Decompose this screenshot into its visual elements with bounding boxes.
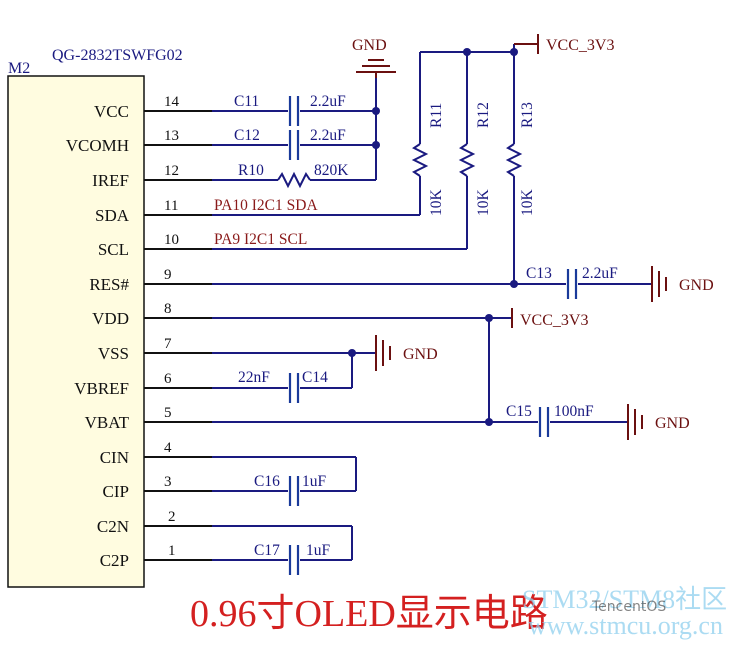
pin-name: CIP — [103, 482, 129, 501]
vdd-vbat-net — [212, 308, 643, 440]
c12-ref: C12 — [234, 127, 260, 144]
chip-designator: M2 — [8, 60, 30, 77]
c11-ref: C11 — [234, 93, 259, 110]
pin-number: 9 — [164, 267, 172, 283]
pin-name: IREF — [92, 171, 129, 190]
c16-ref: C16 — [254, 473, 280, 490]
r13-ref: R13 — [519, 102, 536, 128]
sda-net-label: PA10 I2C1 SDA — [214, 197, 318, 214]
pin-name: VDD — [92, 309, 129, 328]
pin-number: 3 — [164, 474, 172, 490]
c14-value: 22nF — [238, 369, 270, 386]
pin-name: SDA — [95, 206, 130, 225]
c14-ref: C14 — [302, 369, 328, 386]
c13-branch — [212, 266, 667, 302]
pin-number: 14 — [164, 94, 180, 110]
pin-number: 10 — [164, 232, 179, 248]
pin-number: 1 — [168, 543, 176, 559]
chip-part-number: QG-2832TSWFG02 — [52, 47, 183, 64]
pin-name: VCOMH — [66, 136, 129, 155]
r10-value: 820K — [314, 162, 349, 179]
chip-body — [7, 75, 145, 588]
r13-value: 10K — [519, 189, 536, 217]
pin-numbers: 14 13 12 11 10 9 8 7 6 5 4 3 2 1 — [164, 94, 180, 559]
gnd-label: GND — [679, 277, 714, 294]
pin-number: 12 — [164, 163, 179, 179]
pin-number: 7 — [164, 336, 172, 352]
pin-name: VSS — [98, 344, 129, 363]
gnd-label: GND — [655, 415, 690, 432]
pin-number: 8 — [164, 301, 172, 317]
pin-name: VBREF — [74, 379, 129, 398]
r11-ref: R11 — [428, 103, 445, 128]
pin-number: 11 — [164, 198, 178, 214]
pin-name: RES# — [89, 275, 129, 294]
c11-value: 2.2uF — [310, 93, 346, 110]
vcc-label-top: VCC_3V3 — [546, 37, 614, 54]
c13-ref: C13 — [526, 265, 552, 282]
r12-ref: R12 — [475, 102, 492, 128]
pin-name: VBAT — [85, 413, 130, 432]
r10-ref: R10 — [238, 162, 264, 179]
r12-value: 10K — [475, 189, 492, 217]
gnd-label: GND — [352, 37, 387, 54]
pin-name: C2P — [100, 551, 129, 570]
diagram-caption: 0.96寸OLED显示电路 — [190, 593, 548, 635]
r11-value: 10K — [428, 189, 445, 217]
c16-value: 1uF — [302, 473, 327, 490]
c12-value: 2.2uF — [310, 127, 346, 144]
c17-ref: C17 — [254, 542, 280, 559]
vcc-label-vdd: VCC_3V3 — [520, 312, 588, 329]
c17-value: 1uF — [306, 542, 331, 559]
pin-number: 2 — [168, 509, 176, 525]
c14-branch — [212, 335, 391, 403]
c17-branch — [212, 525, 353, 575]
pin-number: 5 — [164, 405, 172, 421]
pin-name: CIN — [100, 448, 129, 467]
pullup-network — [212, 34, 539, 288]
c16-branch — [212, 456, 357, 506]
watermark-credit: TencentOS — [591, 599, 666, 615]
watermark-brand: STM32/STM8社区 — [522, 585, 727, 614]
top-cluster — [212, 59, 396, 189]
pin-stubs — [144, 110, 212, 561]
scl-net-label: PA9 I2C1 SCL — [214, 231, 307, 248]
gnd-label: GND — [403, 346, 438, 363]
pin-number: 13 — [164, 128, 179, 144]
c15-ref: C15 — [506, 403, 532, 420]
pin-name: VCC — [94, 102, 129, 121]
watermark-url: www.stmcu.org.cn — [528, 611, 723, 640]
pin-number: 4 — [164, 440, 172, 456]
pin-name: SCL — [98, 240, 129, 259]
pin-number: 6 — [164, 371, 172, 387]
c15-value: 100nF — [554, 403, 594, 420]
c13-value: 2.2uF — [582, 265, 618, 282]
pin-name: C2N — [97, 517, 129, 536]
pin-names: VCC VCOMH IREF SDA SCL RES# VDD VSS VBRE… — [66, 102, 130, 570]
